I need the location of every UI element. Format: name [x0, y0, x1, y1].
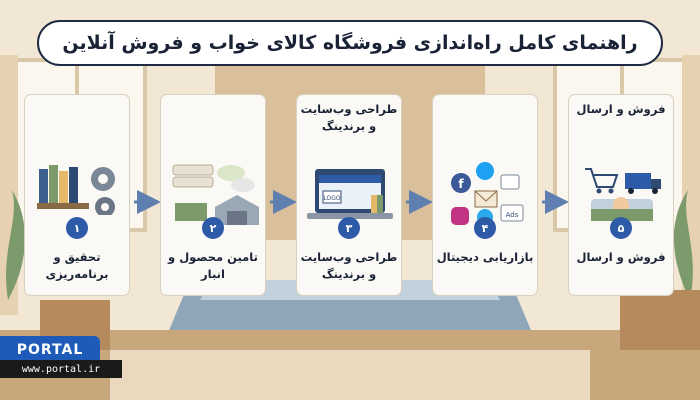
page-title: راهنمای کامل راه‌اندازی فروشگاه کالای خو…: [37, 20, 663, 66]
laptop-storefront-icon: LOGO: [307, 169, 393, 219]
ads-label: Ads: [506, 211, 519, 219]
step-label-top: فروش و ارسال: [576, 102, 666, 116]
step-number-badge: ۳: [338, 217, 360, 239]
step-card-4: f Ads ۴ بازاریابی دیجیتال: [432, 94, 538, 296]
step-number-badge: ۴: [474, 217, 496, 239]
cart-truck-sleeper-icon: [585, 168, 661, 221]
step-number-badge: ۵: [610, 217, 632, 239]
step-label: بازاریابی دیجیتال: [436, 250, 534, 264]
step-label: طراحی وب‌سایت و برندینگ: [300, 250, 398, 281]
step-card-3: طراحی وب‌سایت و برندینگ LOGO ۳ طراحی وب‌…: [296, 94, 402, 296]
mattress-warehouse-icon: [172, 164, 259, 225]
step-label: تامین محصول و انبار: [168, 250, 258, 281]
step-label: فروش و ارسال: [576, 250, 666, 264]
step-label: تحقیق و برنامه‌ریزی: [45, 250, 109, 281]
step-card-2: ۲ تامین محصول و انبار: [160, 94, 266, 296]
svg-text:f: f: [458, 177, 464, 191]
social-media-icons: f Ads: [451, 162, 524, 225]
step-card-1: ۱ تحقیق و برنامه‌ریزی: [24, 94, 130, 296]
step-label-top: طراحی وب‌سایت و برندینگ: [300, 102, 398, 133]
step-number-badge: ۱: [66, 217, 88, 239]
portal-logo: PORTAL: [0, 336, 100, 364]
portal-url: www.portal.ir: [0, 360, 122, 378]
step-number-badge: ۲: [202, 217, 224, 239]
books-gears-icon: [37, 165, 115, 215]
step-card-5: فروش و ارسال ۵ فروش و ارسال: [568, 94, 674, 296]
laptop-logo-text: LOGO: [323, 195, 341, 202]
